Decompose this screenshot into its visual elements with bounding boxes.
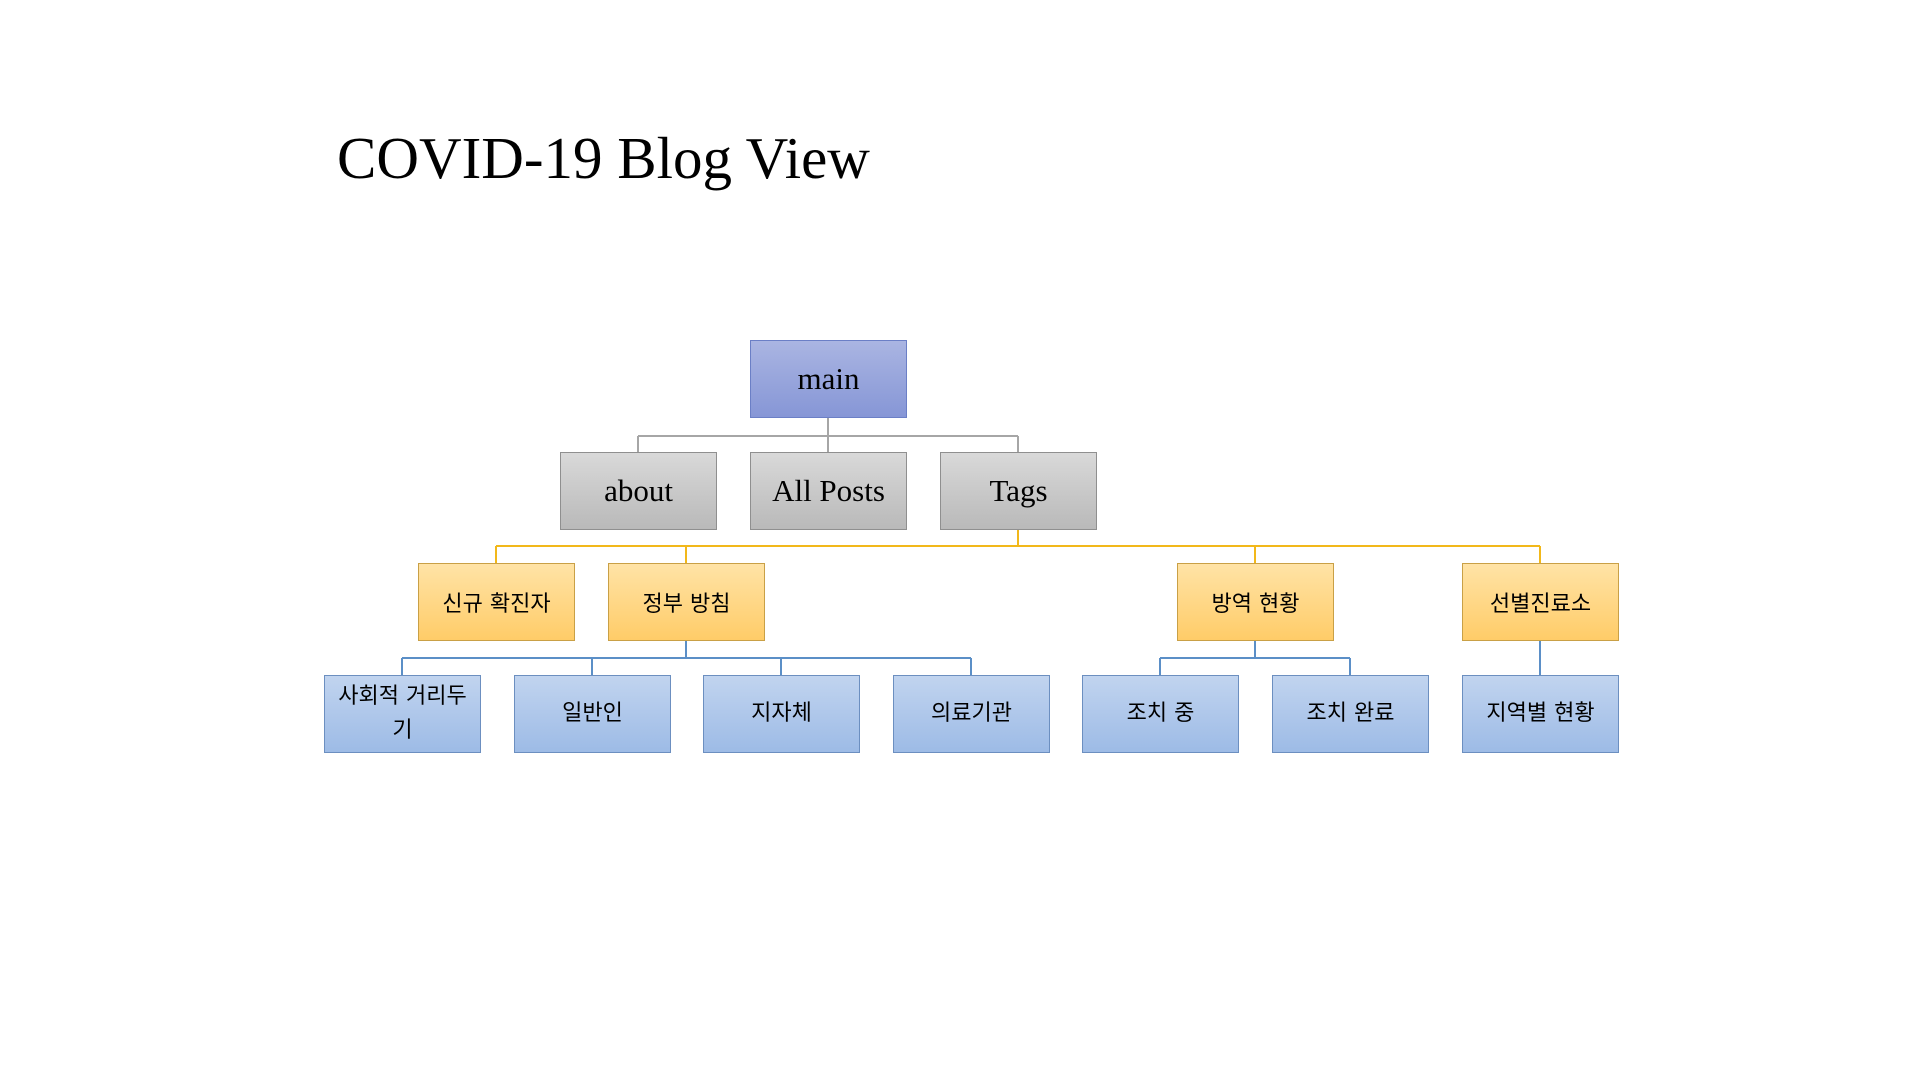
node-tag-government: 정부 방침 (608, 563, 765, 641)
node-tags: Tags (940, 452, 1097, 530)
node-tag-quarantine: 방역 현황 (1177, 563, 1334, 641)
node-tag-new-cases: 신규 확진자 (418, 563, 575, 641)
node-local-government: 지자체 (703, 675, 860, 753)
node-tag-new-cases-label: 신규 확진자 (442, 592, 551, 617)
node-tag-government-label: 정부 방침 (642, 592, 731, 617)
node-general-public: 일반인 (514, 675, 671, 753)
node-tags-label: Tags (989, 473, 1048, 508)
node-medical-institution: 의료기관 (893, 675, 1050, 753)
node-main: main (750, 340, 907, 418)
leaf-connector-group (401, 641, 1541, 675)
node-main-label: main (797, 361, 860, 396)
node-social-distancing-label: 사회적 거리두기 (338, 684, 467, 743)
node-about-label: about (604, 473, 673, 508)
node-tag-screening: 선별진료소 (1462, 563, 1619, 641)
node-in-progress: 조치 중 (1082, 675, 1239, 753)
tag-connector-group (495, 530, 1541, 563)
node-medical-institution-label: 의료기관 (931, 701, 1012, 726)
node-in-progress-label: 조치 중 (1126, 701, 1195, 726)
node-completed: 조치 완료 (1272, 675, 1429, 753)
page-title: COVID-19 Blog View (337, 125, 870, 191)
node-tag-screening-label: 선별진료소 (1489, 592, 1592, 617)
node-about: about (560, 452, 717, 530)
node-all-posts-label: All Posts (772, 473, 885, 508)
node-all-posts: All Posts (750, 452, 907, 530)
node-regional-status-label: 지역별 현황 (1486, 701, 1595, 726)
node-local-government-label: 지자체 (751, 701, 812, 726)
node-completed-label: 조치 완료 (1306, 701, 1395, 726)
node-social-distancing: 사회적 거리두기 (324, 675, 481, 753)
node-tag-quarantine-label: 방역 현황 (1211, 592, 1300, 617)
root-connector-group (637, 418, 1019, 452)
node-regional-status: 지역별 현황 (1462, 675, 1619, 753)
node-general-public-label: 일반인 (562, 701, 623, 726)
